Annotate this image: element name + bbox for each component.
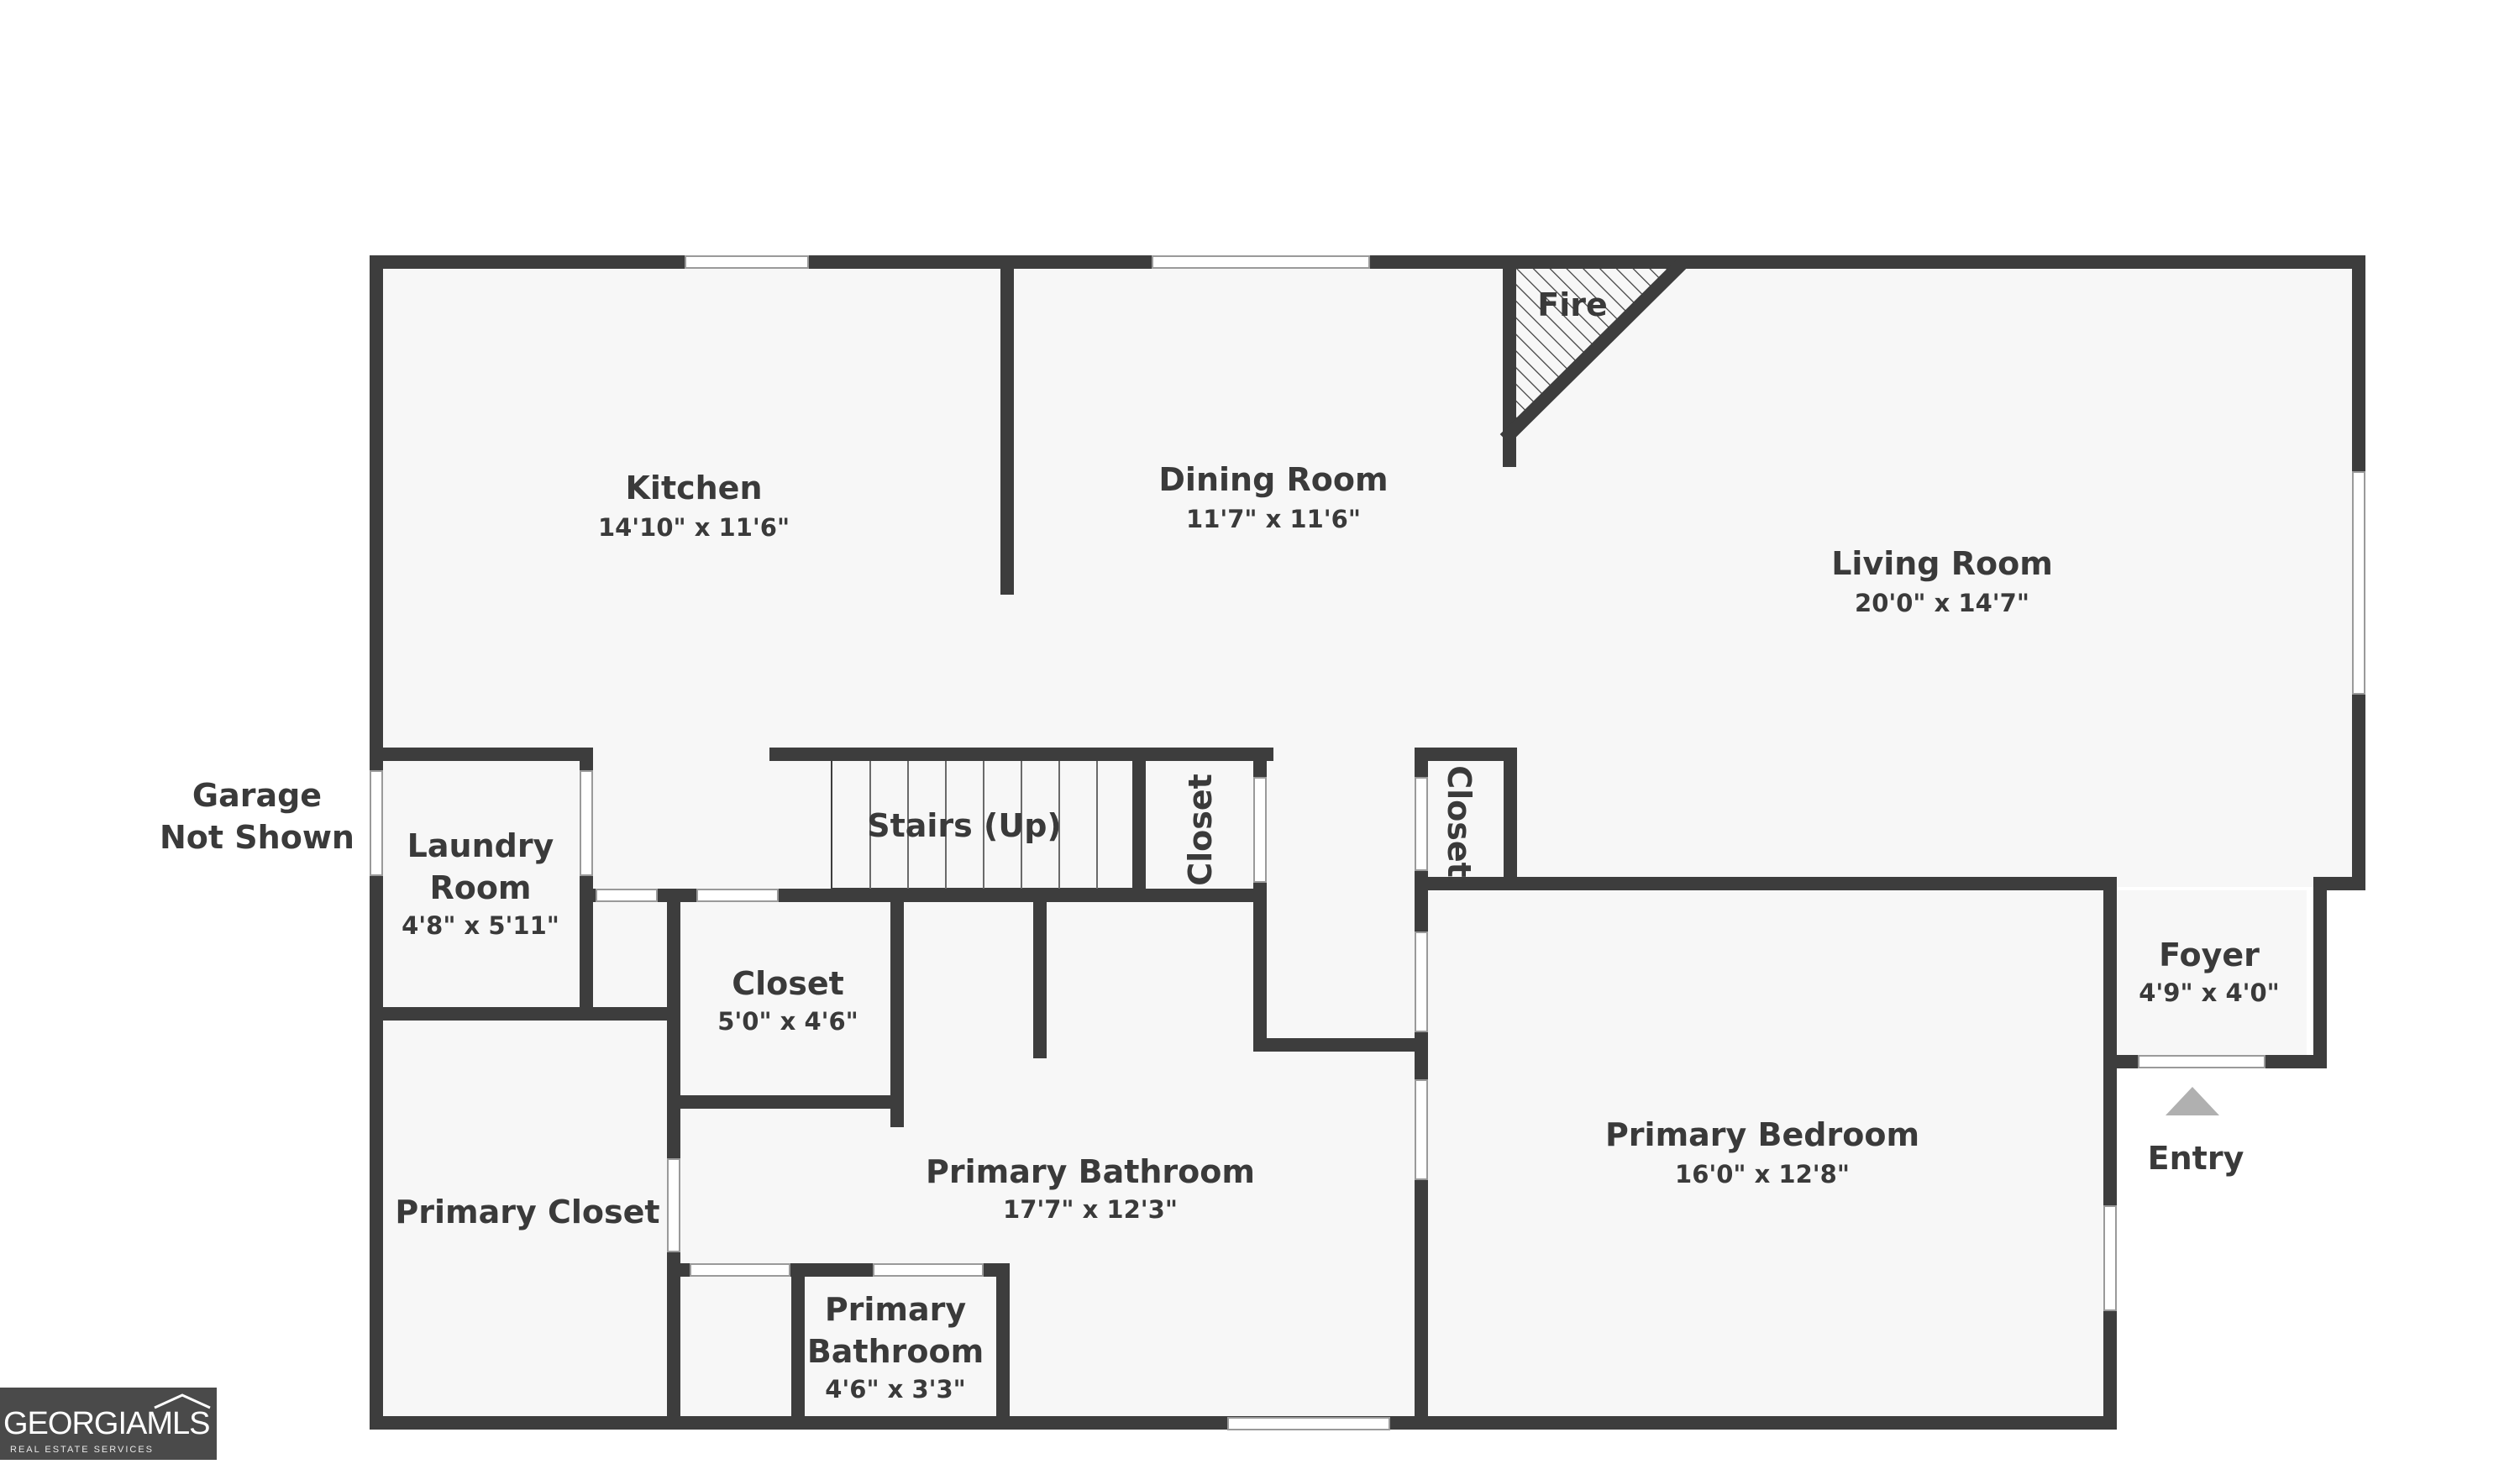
primary-closet-label: Primary Closet — [395, 1194, 659, 1230]
living-closet-label: Closet — [1441, 765, 1478, 878]
laundry-room-label: Laundry — [407, 827, 554, 864]
garage-note: Not Shown — [160, 819, 354, 856]
living-room-label: Living Room — [1831, 545, 2053, 582]
closet-dims: 5'0" x 4'6" — [717, 1007, 858, 1036]
small-bathroom-label: Primary — [825, 1291, 967, 1328]
logo-subtitle: REAL ESTATE SERVICES — [10, 1445, 155, 1455]
primary-bathroom-label: Primary Bathroom — [926, 1153, 1255, 1190]
small-bathroom-dims: 4'6" x 3'3" — [825, 1375, 966, 1404]
entry-arrow-icon — [2166, 1087, 2219, 1115]
small-bathroom-label-2: Bathroom — [807, 1333, 984, 1370]
doors — [370, 770, 2265, 1277]
primary-bedroom-label: Primary Bedroom — [1605, 1116, 1919, 1153]
dining-room-dims: 11'7" x 11'6" — [1186, 505, 1361, 533]
foyer-label: Foyer — [2159, 937, 2260, 973]
foyer-dims: 4'9" x 4'0" — [2139, 979, 2280, 1007]
dining-room-label: Dining Room — [1158, 461, 1388, 498]
foyer-floor — [2110, 890, 2307, 1065]
stairs-label: Stairs (Up) — [867, 807, 1062, 844]
stair-closet-label: Closet — [1182, 774, 1219, 886]
garage-label: Garage — [192, 777, 322, 814]
laundry-room-label-2: Room — [429, 869, 531, 906]
roof-icon — [154, 1393, 211, 1409]
primary-bathroom-dims: 17'7" x 12'3" — [1003, 1195, 1178, 1224]
laundry-room-dims: 4'8" x 5'11" — [402, 911, 559, 940]
primary-bedroom-dims: 16'0" x 12'8" — [1675, 1160, 1850, 1189]
georgia-mls-logo: GEORGIAMLS REAL ESTATE SERVICES — [0, 1388, 217, 1460]
kitchen-dims: 14'10" x 11'6" — [598, 513, 790, 542]
closet-label: Closet — [732, 965, 844, 1002]
windows — [685, 255, 2365, 1430]
living-room-dims: 20'0" x 14'7" — [1855, 589, 2029, 617]
fire-label: Fire — [1537, 286, 1608, 323]
entry-label: Entry — [2148, 1140, 2244, 1177]
logo-brand: GEORGIAMLS — [3, 1406, 210, 1441]
kitchen-label: Kitchen — [625, 470, 762, 506]
